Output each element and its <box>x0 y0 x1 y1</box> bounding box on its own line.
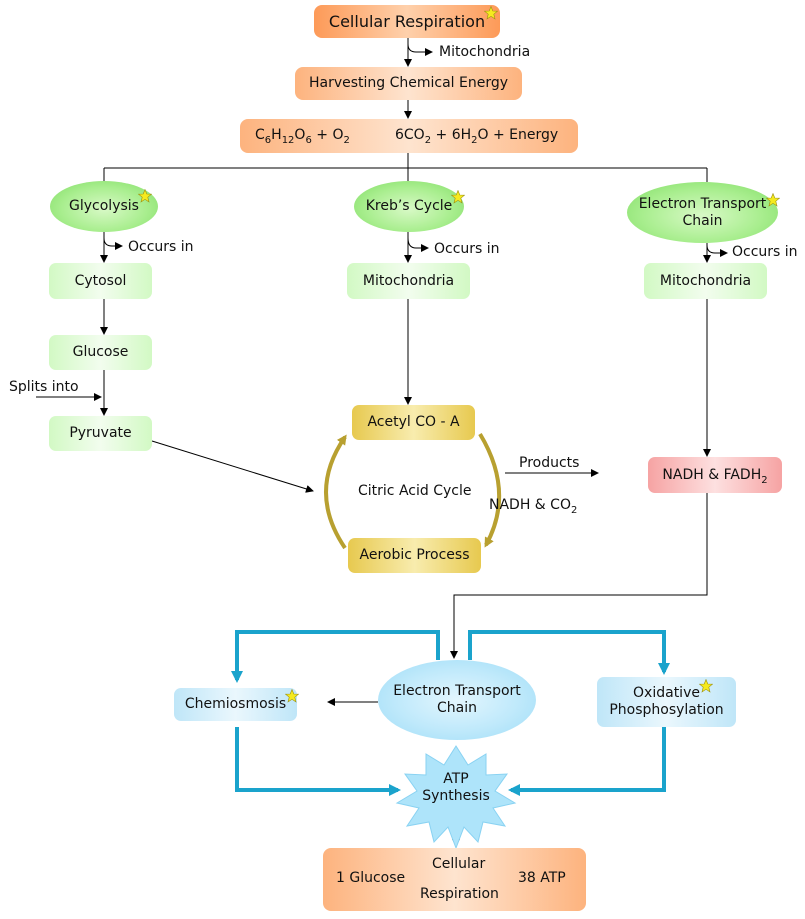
title-box: Cellular Respiration <box>314 5 500 38</box>
harvesting-text: Harvesting Chemical Energy <box>308 75 509 91</box>
chemiosmosis-text: Chemiosmosis <box>184 696 287 712</box>
blue-arrow-oxidative-to-atp <box>508 727 666 796</box>
aerobic-process-text: Aerobic Process <box>359 547 470 563</box>
pyruvate-box: Pyruvate <box>49 416 152 451</box>
krebs-mitochondria-text: Mitochondria <box>362 272 455 289</box>
splits-into-label: Splits into <box>9 379 79 395</box>
summary-right-text: 38 ATP <box>518 870 566 886</box>
krebs-mitochondria-box: Mitochondria <box>347 263 470 299</box>
nadh-fadh2-text: NADH & FADH2 <box>662 466 768 486</box>
aerobic-process-box: Aerobic Process <box>348 538 481 573</box>
equation-reactants: C6H12O6 + O2 <box>255 127 350 146</box>
cytosol-text: Cytosol <box>74 272 127 289</box>
arrow-etc-occurs <box>706 244 728 257</box>
summary-left-text: 1 Glucose <box>336 870 406 886</box>
arrow-glycolysis-occurs <box>103 237 123 250</box>
glucose-box: Glucose <box>49 335 152 370</box>
krebs-occurs-label: Occurs in <box>434 241 500 257</box>
cytosol-box: Cytosol <box>49 263 152 299</box>
blue-arrow-to-oxidative <box>468 630 670 675</box>
chemiosmosis-box: Chemiosmosis <box>174 688 297 721</box>
pyruvate-text: Pyruvate <box>69 425 132 441</box>
cycle-arrow-left <box>324 434 347 550</box>
etc-occurs-label: Occurs in <box>732 244 798 260</box>
krebs-node: Kreb’s Cycle <box>354 181 464 232</box>
glycolysis-text: Glycolysis <box>69 198 139 214</box>
arrow-pyruvate-to-cycle <box>151 440 314 493</box>
glycolysis-occurs-label: Occurs in <box>128 239 194 255</box>
etc-mitochondria-box: Mitochondria <box>644 263 767 299</box>
harvesting-box: Harvesting Chemical Energy <box>295 67 522 100</box>
summary-box: 1 Glucose Cellular Respiration 38 ATP <box>323 848 586 911</box>
arrow-nadh-to-bottom-etc <box>450 493 708 659</box>
summary-bottom-text: Respiration <box>420 886 499 902</box>
equation-products: 6CO2 + 6H2O + Energy <box>395 127 559 146</box>
star-icon <box>285 689 299 703</box>
title-text: Cellular Respiration <box>328 12 486 31</box>
acetyl-coa-box: Acetyl CO - A <box>352 405 475 440</box>
summary-top-text: Cellular <box>432 856 486 872</box>
cycle-arrow-right <box>478 432 502 548</box>
star-icon <box>484 6 498 20</box>
nadh-co2-label: NADH & CO2 <box>489 497 578 516</box>
star-icon <box>138 189 152 203</box>
blue-arrow-chemiosmosis-to-atp <box>235 727 401 796</box>
arrow-mitochondria-label <box>407 43 433 56</box>
star-icon <box>699 679 713 693</box>
star-icon <box>766 193 780 207</box>
equation-box: C6H12O6 + O2 6CO2 + 6H2O + Energy <box>240 119 578 153</box>
arrow-krebs-occurs <box>407 237 429 252</box>
citric-acid-cycle-label: Citric Acid Cycle <box>358 483 472 499</box>
nadh-fadh2-box: NADH & FADH2 <box>648 457 782 493</box>
blue-arrow-to-chemiosmosis <box>231 630 440 683</box>
acetyl-coa-text: Acetyl CO - A <box>367 414 460 430</box>
star-icon <box>451 190 465 204</box>
glucose-text: Glucose <box>72 344 129 360</box>
krebs-text: Kreb’s Cycle <box>365 198 453 214</box>
top-mitochondria-label: Mitochondria <box>439 44 531 60</box>
glycolysis-node: Glycolysis <box>50 181 158 232</box>
products-label: Products <box>519 455 580 471</box>
etc-mitochondria-text: Mitochondria <box>659 272 752 289</box>
